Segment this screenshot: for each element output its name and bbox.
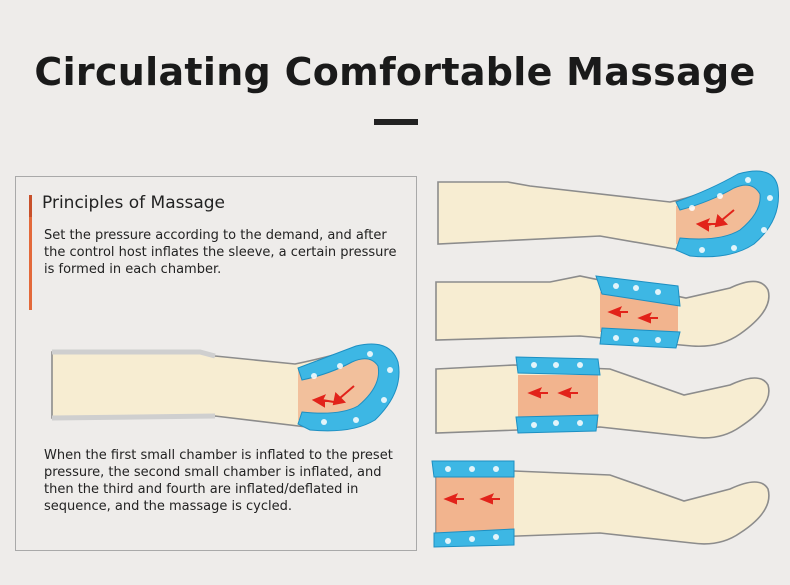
page-title: Circulating Comfortable Massage <box>34 50 756 94</box>
leg-illustration-main <box>51 343 400 432</box>
accent-bar <box>29 195 32 310</box>
leg-illustration-step-2 <box>435 275 770 349</box>
leg-illustration-step-3 <box>435 356 770 439</box>
principle-paragraph-1: Set the pressure according to the demand… <box>44 228 397 277</box>
principle-paragraph-2: When the first small chamber is inflated… <box>44 448 393 514</box>
panel-heading: Principles of Massage <box>42 193 225 213</box>
title-underline <box>374 119 418 125</box>
leg-illustration-step-4 <box>431 460 770 548</box>
principles-panel <box>15 176 417 551</box>
leg-illustration-step-1 <box>437 170 779 258</box>
